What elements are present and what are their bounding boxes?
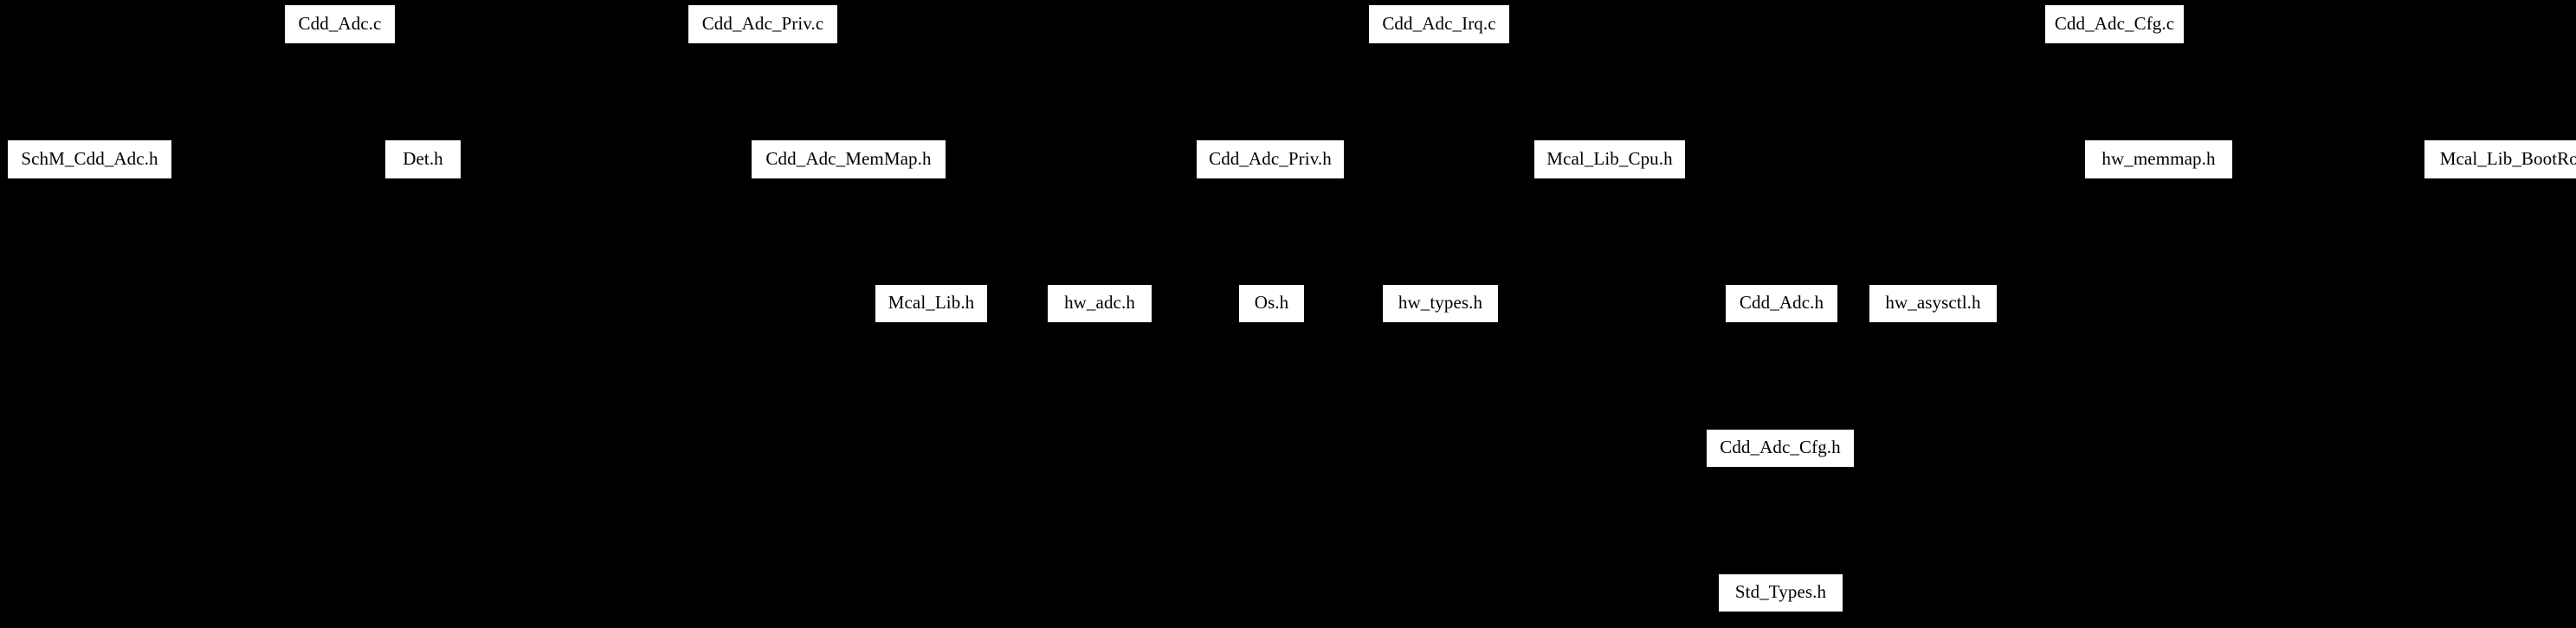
graph-node-cdd_adc_priv_h[interactable]: Cdd_Adc_Priv.h (1196, 139, 1345, 179)
graph-node-label: Os.h (1254, 292, 1289, 313)
graph-node-label: Cdd_Adc_Priv.h (1209, 147, 1332, 169)
graph-node-cdd_adc_cfg_c[interactable]: Cdd_Adc_Cfg.c (2044, 4, 2185, 44)
graph-node-cdd_adc_cfg_h[interactable]: Cdd_Adc_Cfg.h (1706, 429, 1855, 468)
graph-node-label: hw_asysctl.h (1885, 292, 1981, 313)
graph-node-label: Cdd_Adc.c (298, 12, 382, 34)
graph-node-schm_cdd_adc_h[interactable]: SchM_Cdd_Adc.h (7, 139, 172, 179)
graph-node-label: Mcal_Lib_Cpu.h (1546, 147, 1673, 169)
graph-node-label: Mcal_Lib.h (888, 292, 975, 313)
graph-node-os_h[interactable]: Os.h (1238, 284, 1305, 323)
graph-node-cdd_adc_priv_c[interactable]: Cdd_Adc_Priv.c (688, 4, 838, 44)
graph-node-cdd_adc_c[interactable]: Cdd_Adc.c (284, 4, 396, 44)
graph-node-mcal_lib_cpu_h[interactable]: Mcal_Lib_Cpu.h (1533, 139, 1686, 179)
graph-node-label: Std_Types.h (1734, 581, 1827, 602)
graph-node-hw_asysctl_h[interactable]: hw_asysctl.h (1869, 284, 1998, 323)
graph-node-label: Cdd_Adc_Irq.c (1382, 12, 1496, 34)
graph-node-mcal_lib_h[interactable]: Mcal_Lib.h (875, 284, 988, 323)
graph-node-cdd_adc_h[interactable]: Cdd_Adc.h (1725, 284, 1838, 323)
graph-node-cdd_adc_irq_c[interactable]: Cdd_Adc_Irq.c (1368, 4, 1510, 44)
graph-node-label: Mcal_Lib_BootRom.h (2439, 147, 2576, 169)
graph-node-det_h[interactable]: Det.h (384, 139, 462, 179)
graph-node-mcal_lib_bootrom_h[interactable]: Mcal_Lib_BootRom.h (2424, 139, 2576, 179)
graph-node-hw_adc_h[interactable]: hw_adc.h (1047, 284, 1152, 323)
graph-node-std_types_h[interactable]: Std_Types.h (1718, 573, 1843, 612)
graph-node-label: hw_adc.h (1064, 292, 1135, 313)
graph-node-label: Cdd_Adc.h (1739, 292, 1824, 313)
graph-node-label: Cdd_Adc_MemMap.h (765, 147, 932, 169)
graph-node-label: Cdd_Adc_Priv.c (701, 12, 824, 34)
graph-node-label: hw_types.h (1398, 292, 1483, 313)
graph-node-label: Cdd_Adc_Cfg.c (2054, 12, 2175, 34)
graph-node-hw_memmap_h[interactable]: hw_memmap.h (2084, 139, 2233, 179)
graph-node-label: SchM_Cdd_Adc.h (21, 147, 158, 169)
graph-node-label: Det.h (403, 147, 443, 169)
graph-node-hw_types_h[interactable]: hw_types.h (1382, 284, 1499, 323)
graph-node-cdd_adc_memmap_h[interactable]: Cdd_Adc_MemMap.h (751, 139, 946, 179)
graph-node-label: hw_memmap.h (2101, 147, 2216, 169)
graph-node-label: Cdd_Adc_Cfg.h (1720, 437, 1841, 457)
